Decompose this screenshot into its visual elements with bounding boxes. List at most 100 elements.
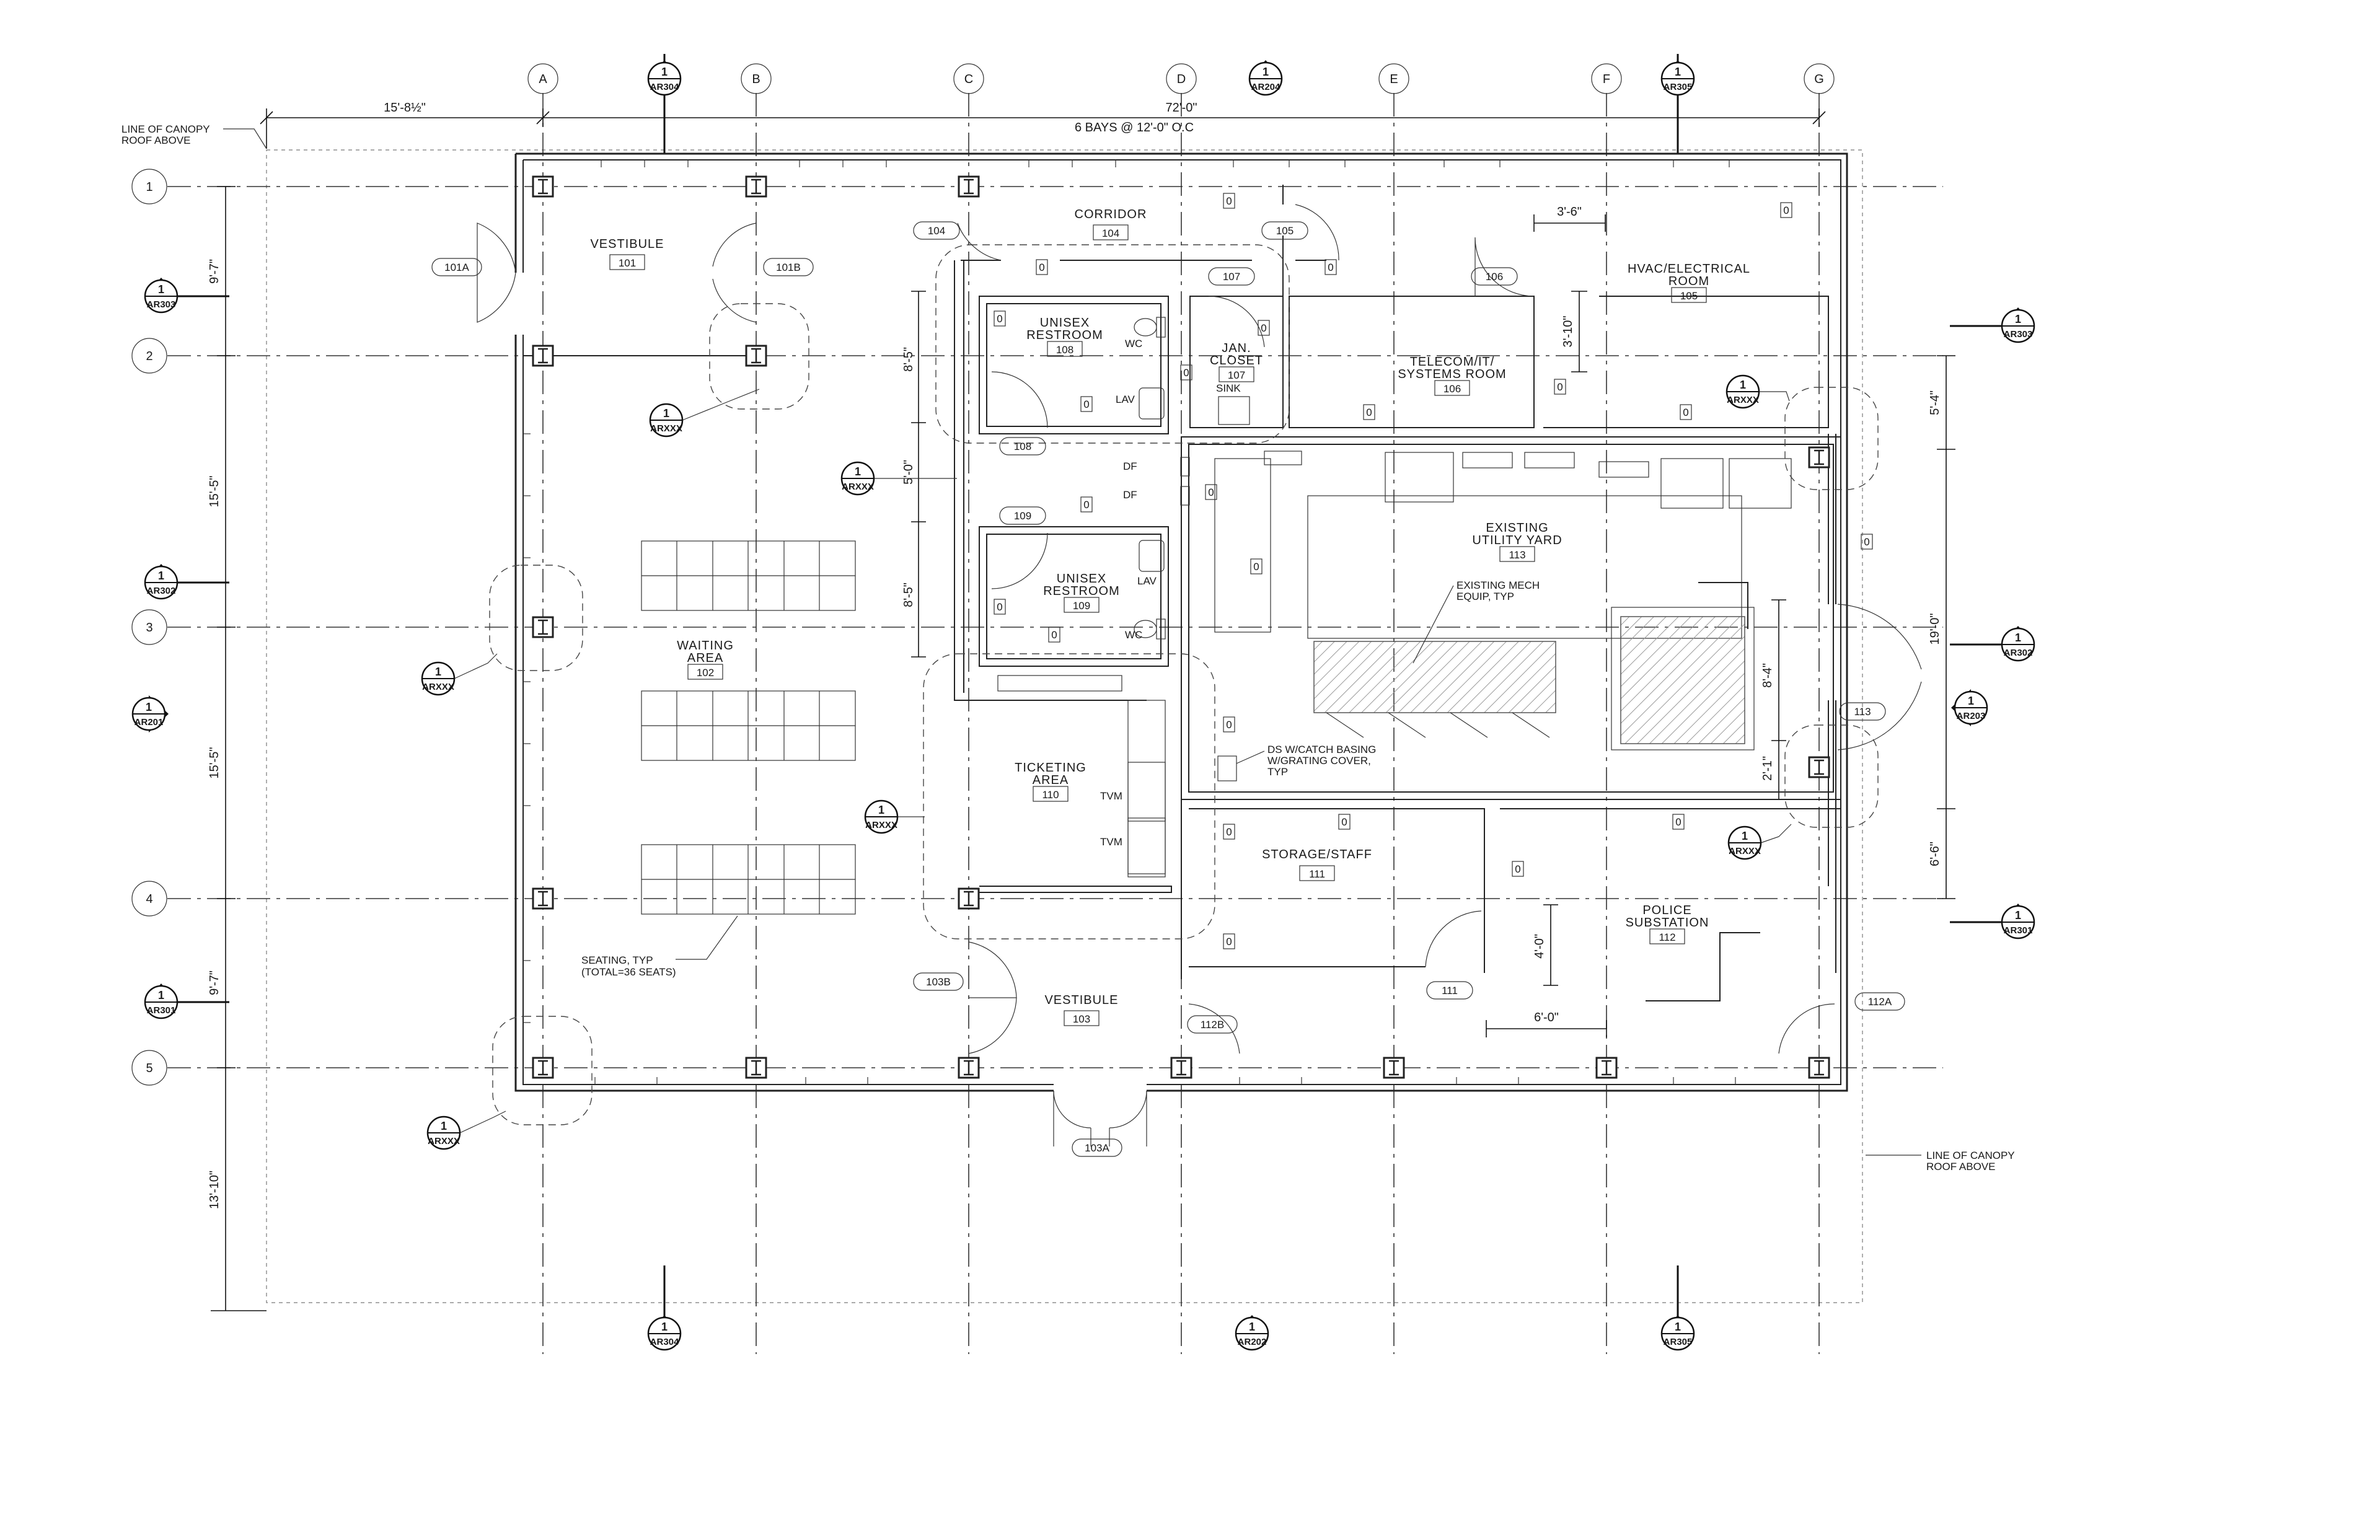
wall-tag: 0 [994, 310, 1006, 327]
svg-text:0: 0 [1083, 499, 1089, 511]
wall-tag: 0 [1080, 496, 1093, 513]
dim-restroom-lower: 8'-5" [902, 583, 915, 607]
svg-text:(TOTAL=36 SEATS): (TOTAL=36 SEATS) [581, 966, 676, 978]
detail-callout-arxxx: 1 ARXXX [1727, 824, 1792, 860]
svg-text:C: C [964, 73, 973, 86]
svg-text:D: D [1177, 73, 1186, 86]
grid-bubble-g: G [1804, 63, 1835, 94]
detail-callouts: 1 ARXXX 1 ARXXX 1 ARXXX 1 ARXXX [421, 374, 1792, 1150]
door-tag-103a: 103A [1072, 1138, 1122, 1157]
svg-text:TYP: TYP [1267, 766, 1288, 778]
wall-tag: 0 [1258, 320, 1270, 336]
svg-text:G: G [1814, 73, 1824, 86]
svg-text:5: 5 [146, 1062, 152, 1075]
svg-text:LAV: LAV [1116, 394, 1135, 405]
svg-text:EXISTING: EXISTING [1486, 521, 1548, 535]
svg-text:ARXXX: ARXXX [842, 482, 874, 492]
wall-tag: 0 [1780, 202, 1792, 218]
svg-text:112A: 112A [1868, 996, 1892, 1008]
svg-text:110: 110 [1042, 789, 1059, 801]
wall-tag: 0 [1180, 364, 1192, 381]
svg-text:107: 107 [1228, 369, 1245, 381]
svg-text:WC: WC [1125, 629, 1142, 641]
svg-text:1: 1 [441, 1120, 447, 1132]
detail-callout-arxxx: 1 ARXXX [840, 461, 957, 496]
svg-text:E: E [1390, 73, 1398, 86]
room-telecom-106: TELECOM/IT/ SYSTEMS ROOM 106 [1398, 355, 1506, 396]
wall-tag: 0 [1672, 814, 1685, 830]
svg-text:0: 0 [1683, 407, 1688, 418]
svg-text:TVM: TVM [1100, 790, 1122, 802]
svg-text:1: 1 [1675, 66, 1681, 78]
svg-text:0: 0 [1083, 398, 1089, 410]
detail-callout-arxxx: 1 ARXXX [1726, 374, 1790, 409]
svg-text:108: 108 [1056, 344, 1073, 356]
svg-text:AR301: AR301 [147, 1005, 176, 1016]
svg-text:104: 104 [1102, 227, 1119, 239]
svg-text:F: F [1603, 73, 1610, 86]
wall-tag: 0 [1363, 404, 1375, 420]
mech-equipment [1313, 607, 1755, 750]
seating-banks [641, 540, 856, 915]
section-marker-ar305-top: 1 AR305 [1660, 54, 1695, 153]
grid-bubble-c: C [953, 63, 984, 94]
dim-canopy-bottom: 13'-10" [208, 1171, 221, 1209]
dim-df-alcove: 5'-0" [902, 460, 915, 485]
svg-text:113: 113 [1509, 549, 1525, 561]
svg-text:POLICE: POLICE [1642, 904, 1691, 917]
svg-text:1: 1 [146, 701, 152, 713]
svg-text:1: 1 [158, 570, 164, 582]
svg-text:107: 107 [1223, 271, 1240, 283]
door-tags: 101A 101B 104 105 107 106 108 109 113 10… [431, 221, 1905, 1157]
svg-text:ARXXX: ARXXX [865, 820, 897, 830]
dim-yard-depth: 8'-4" [1761, 663, 1774, 688]
wall-type-tags: 0 0 0 0 0 0 0 0 0 0 0 0 0 0 0 0 0 0 0 0 … [994, 193, 1873, 949]
svg-text:AREA: AREA [1033, 773, 1069, 787]
svg-text:105: 105 [1276, 225, 1294, 237]
door-tag-111: 111 [1426, 981, 1473, 1000]
wall-tag: 0 [1048, 627, 1060, 643]
svg-text:JAN.: JAN. [1222, 341, 1251, 355]
svg-text:ARXXX: ARXXX [428, 1136, 460, 1146]
svg-text:AR203: AR203 [1957, 711, 1986, 721]
section-marker-ar203-right: 1 AR203 [1951, 689, 1988, 726]
svg-text:HVAC/ELECTRICAL: HVAC/ELECTRICAL [1628, 262, 1750, 276]
room-vestibule-101: VESTIBULE 101 [590, 237, 664, 270]
wall-tag: 0 [994, 599, 1006, 615]
svg-text:AR201: AR201 [134, 717, 164, 728]
svg-text:109: 109 [1014, 510, 1031, 522]
interior-walls [523, 185, 1841, 979]
wall-tag: 0 [1554, 379, 1566, 395]
dim-hvac-door: 3'-6" [1557, 205, 1582, 219]
room-restroom-109: UNISEX RESTROOM 109 [1043, 572, 1119, 613]
svg-text:AR302: AR302 [2004, 648, 2033, 658]
svg-text:LINE OF CANOPY: LINE OF CANOPY [1926, 1150, 2015, 1161]
svg-text:0: 0 [997, 313, 1002, 325]
dim-police-vert: 4'-0" [1533, 934, 1546, 959]
note-canopy-top: LINE OF CANOPY ROOF ABOVE [121, 123, 267, 149]
dim-row-1-2: 9'-7" [208, 259, 221, 284]
svg-text:101A: 101A [444, 262, 469, 273]
wall-tag: 0 [1036, 259, 1048, 275]
svg-text:ARXXX: ARXXX [1727, 395, 1759, 405]
dim-overall: 72'-0" [1166, 101, 1197, 115]
svg-text:106: 106 [1443, 383, 1461, 395]
svg-text:ROOM: ROOM [1668, 275, 1709, 288]
svg-text:0: 0 [1864, 536, 1869, 548]
svg-text:AREA: AREA [687, 651, 723, 665]
svg-text:4: 4 [146, 892, 152, 906]
section-markers: 1 AR304 1 AR204 1 AR305 1 AR303 [131, 54, 2035, 1351]
svg-text:0: 0 [1366, 407, 1372, 418]
room-storage-111: STORAGE/STAFF 111 [1262, 848, 1372, 881]
grid-bubble-a: A [527, 63, 558, 94]
svg-text:RESTROOM: RESTROOM [1026, 328, 1103, 342]
dim-row-3-4: 15'-5" [208, 747, 221, 779]
svg-text:STORAGE/STAFF: STORAGE/STAFF [1262, 848, 1372, 861]
door-tag-104: 104 [913, 221, 960, 240]
svg-text:0: 0 [1051, 629, 1057, 641]
svg-text:1: 1 [2015, 909, 2021, 922]
svg-text:ARXXX: ARXXX [1729, 846, 1761, 856]
dim-right-lower: 6'-6" [1928, 842, 1942, 866]
door-tag-107: 107 [1208, 267, 1255, 286]
svg-text:CORRIDOR: CORRIDOR [1075, 208, 1147, 221]
